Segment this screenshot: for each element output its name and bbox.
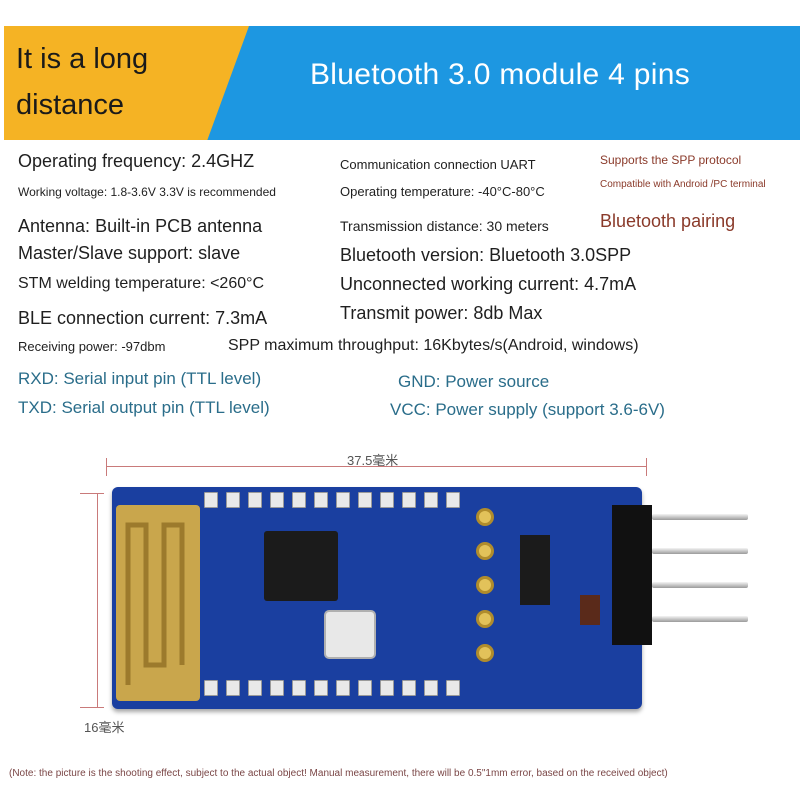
pin-hole — [476, 610, 494, 628]
spec-bluetooth-version: Bluetooth version: Bluetooth 3.0SPP — [340, 245, 632, 265]
spec-working-voltage: Working voltage: 1.8-3.6V 3.3V is recomm… — [18, 185, 276, 199]
measurement-note: (Note: the picture is the shooting effec… — [9, 768, 668, 779]
width-dimension-tick — [80, 493, 104, 494]
pin-hole — [476, 644, 494, 662]
edge-pad — [204, 492, 218, 508]
pin-txd: TXD: Serial output pin (TTL level) — [18, 398, 270, 417]
spec-compatible: Compatible with Android /PC terminal — [600, 179, 766, 190]
spec-spp-throughput: SPP maximum throughput: 16Kbytes/s(Andro… — [228, 337, 639, 354]
spec-transmit-power: Transmit power: 8db Max — [340, 303, 543, 323]
pin-hole — [476, 508, 494, 526]
edge-pad — [424, 680, 438, 696]
edge-pad — [204, 680, 218, 696]
header-pin — [652, 582, 748, 588]
spec-spp-protocol: Supports the SPP protocol — [600, 153, 742, 167]
width-dimension-line — [97, 493, 98, 707]
capacitor — [580, 595, 600, 625]
edge-pad — [270, 492, 284, 508]
spec-transmission-distance: Transmission distance: 30 meters — [340, 218, 549, 234]
length-dimension-tick — [106, 458, 107, 476]
edge-pad — [226, 492, 240, 508]
edge-pad — [446, 680, 460, 696]
length-dimension-label: 37.5毫米 — [347, 453, 399, 468]
edge-pad — [380, 680, 394, 696]
edge-pad — [226, 680, 240, 696]
header-pin — [652, 548, 748, 554]
edge-pad — [270, 680, 284, 696]
pin-hole — [476, 576, 494, 594]
spec-stm-welding: STM welding temperature: <260°C — [18, 275, 265, 292]
main-chip — [264, 531, 338, 601]
pin-header — [612, 505, 652, 645]
pin-rxd: RXD: Serial input pin (TTL level) — [18, 369, 262, 388]
crystal-oscillator — [324, 610, 376, 659]
edge-pad — [336, 492, 350, 508]
spec-operating-temperature: Operating temperature: -40°C-80°C — [340, 184, 545, 199]
spec-antenna: Antenna: Built-in PCB antenna — [18, 216, 263, 236]
edge-pad — [336, 680, 350, 696]
edge-pad — [248, 492, 262, 508]
antenna-trace-icon — [125, 522, 185, 685]
bluetooth-module-board — [112, 487, 642, 709]
spec-master-slave: Master/Slave support: slave — [18, 243, 241, 263]
pcb-antenna — [116, 505, 200, 701]
spec-unconnected-current: Unconnected working current: 4.7mA — [340, 274, 637, 294]
edge-pad — [402, 680, 416, 696]
regulator-chip — [520, 535, 550, 605]
length-dimension-tick — [646, 458, 647, 476]
pin-vcc: VCC: Power supply (support 3.6-6V) — [390, 400, 665, 419]
edge-pad — [248, 680, 262, 696]
edge-pad — [314, 492, 328, 508]
spec-receiving-power: Receiving power: -97dbm — [18, 339, 166, 354]
edge-pad — [358, 492, 372, 508]
pin-gnd: GND: Power source — [398, 372, 550, 391]
spec-operating-frequency: Operating frequency: 2.4GHZ — [18, 151, 255, 171]
spec-communication: Communication connection UART — [340, 157, 536, 172]
header-tag: It is a long distance — [16, 43, 149, 121]
spec-bluetooth-pairing: Bluetooth pairing — [600, 211, 736, 231]
header-pin — [652, 514, 748, 520]
width-dimension-tick — [80, 707, 104, 708]
spec-ble-current: BLE connection current: 7.3mA — [18, 308, 268, 328]
edge-pad — [402, 492, 416, 508]
edge-pad — [380, 492, 394, 508]
pin-hole — [476, 542, 494, 560]
edge-pad — [292, 492, 306, 508]
edge-pad — [358, 680, 372, 696]
page-title: Bluetooth 3.0 module 4 pins — [310, 58, 691, 91]
header-tag-background — [4, 26, 249, 140]
length-dimension-line — [106, 466, 646, 467]
edge-pad — [314, 680, 328, 696]
width-dimension-label: 16毫米 — [84, 720, 125, 735]
edge-pad — [292, 680, 306, 696]
edge-pad — [424, 492, 438, 508]
header-pin — [652, 616, 748, 622]
edge-pad — [446, 492, 460, 508]
